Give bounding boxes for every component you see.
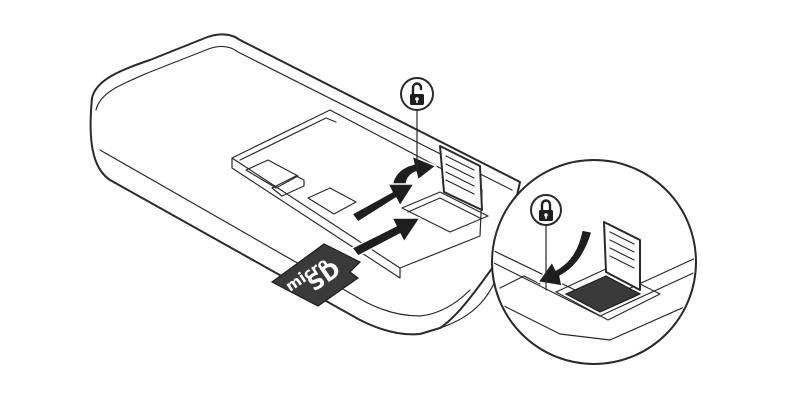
detail-contents — [494, 221, 694, 341]
detail-inserted-card — [564, 275, 642, 313]
unlock-callout — [400, 77, 434, 171]
phone-outline — [89, 33, 521, 336]
contact-pad-2 — [271, 175, 305, 197]
phone-lower-edge — [99, 149, 471, 317]
lock-arrow — [537, 229, 593, 287]
compartment-wall — [231, 157, 401, 279]
contact-pads — [245, 159, 357, 215]
card-slot-rim — [407, 197, 481, 219]
detail-door-line-4 — [609, 255, 635, 269]
detail-magnifier — [491, 159, 697, 365]
contact-pad-3 — [307, 187, 357, 215]
insert-arrow-lower — [351, 217, 421, 257]
holder-door-line-4 — [445, 179, 475, 195]
holder-door — [439, 145, 483, 211]
detail-door-line-2 — [609, 239, 635, 253]
phone-inner-edge — [95, 45, 513, 191]
unlock-icon — [410, 82, 424, 105]
compartment-lip — [239, 117, 337, 161]
card-slot-base — [401, 191, 489, 233]
detail-phone-bottom — [494, 299, 694, 341]
main-arrows — [351, 155, 437, 257]
detail-door-line-3 — [609, 247, 635, 261]
card-holder — [401, 145, 489, 233]
holder-door-line-3 — [445, 171, 475, 187]
microsd-card: micro SD — [270, 243, 362, 307]
insert-arrow-upper — [351, 183, 415, 223]
lock-icon — [539, 199, 553, 221]
detail-notch — [499, 275, 541, 289]
detail-slot-base — [555, 267, 661, 321]
holder-door-line-1 — [445, 155, 475, 171]
detail-door-line-1 — [609, 231, 635, 245]
microsd-card-body — [270, 243, 362, 307]
detail-holder-door — [603, 221, 641, 291]
phone-body — [89, 33, 521, 336]
contact-pad-1 — [245, 159, 299, 189]
detail-circle — [491, 159, 697, 365]
holder-door-line-2 — [445, 163, 475, 179]
